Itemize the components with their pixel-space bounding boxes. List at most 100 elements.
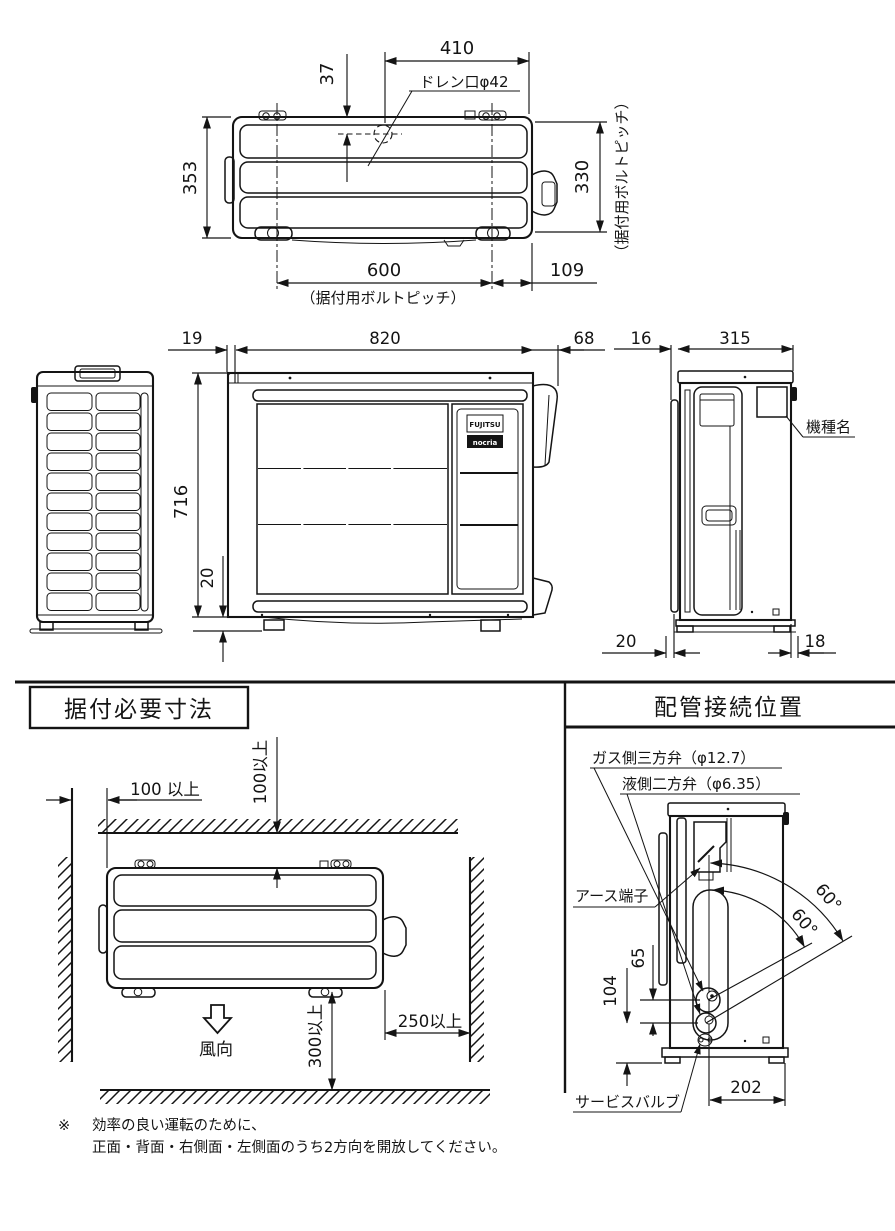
top-slat-2 [239,161,528,194]
screw [743,1039,747,1043]
dim-330: 330 [572,160,593,194]
label-leader [785,415,804,438]
front-view-dimensions: 19 820 68 16 315 716 20 20 18 [168,329,836,662]
unit-top-outline [105,866,385,990]
left-tab [224,156,235,204]
hinge [783,812,789,825]
vent-slats [46,392,141,611]
right-flap-top [532,383,558,468]
side-panel [451,403,524,595]
foot-bolt [487,227,499,239]
dim-20-leg: 20 [198,568,217,589]
drain-tab [443,239,465,247]
dim-37: 37 [317,63,338,86]
service-leader [680,1043,701,1113]
service-valve-label: サービスバルブ [575,1093,680,1111]
side-slot [140,392,149,612]
angle-ray-outer [705,935,853,1024]
side-view-right: 機種名 [670,370,855,633]
logo-box-fujitsu [466,414,504,433]
base-curve [262,616,523,624]
dim-68: 68 [574,329,595,348]
foot-bolt [133,987,143,997]
screw [288,376,292,380]
foot [480,619,501,632]
screw [726,807,730,811]
top-view-drawing: ドレン口φ42 [224,73,558,291]
dim-716: 716 [171,485,192,519]
wall-hatch-left [58,857,72,1062]
top-handle [74,365,121,382]
front-body [226,371,535,619]
bolt-pitch-note-bottom: （据付用ボルトピッチ） [300,289,465,307]
fan-grille [256,403,449,595]
left-view-body [35,370,155,624]
top-slat-1 [239,124,528,159]
dim-18: 18 [805,632,826,651]
angle-arc-inner [712,886,806,948]
terminal-cover [693,821,727,873]
foot-bolt [267,227,279,239]
foot [664,1056,681,1064]
top-cap [677,370,794,384]
screw [506,613,510,617]
vent-opening [699,393,735,427]
liquid-valve-label: 液側二方弁（φ6.35） [622,775,770,793]
drain-plug [762,1036,770,1044]
right-handle [382,916,407,957]
bottom-slat [252,600,528,613]
base-bar [661,1047,789,1058]
foot [676,625,694,633]
front-view: FUJITSU nocria [226,371,558,632]
side-panel-frame [693,386,743,616]
panel-strip [676,817,687,964]
model-name-plate [756,386,788,418]
drain-port [373,124,393,144]
installation-title-box [28,685,250,730]
wall-hatch-right [470,857,484,1062]
foot [263,619,285,631]
drain-leader [367,90,413,167]
dim-20-base: 20 [616,632,637,651]
screw [743,375,747,379]
clearance-left: 100 以上 [130,780,200,799]
bolt-bracket [134,859,156,869]
foot-left [254,226,293,241]
foot [768,1056,785,1064]
dim-104: 104 [601,975,620,1007]
note-mark: ※ [58,1118,70,1134]
back-panel-edge [658,832,668,986]
logo-nocria: nocria [473,439,498,447]
clearance-right: 250以上 [398,1012,463,1031]
grille-gap [301,405,304,593]
ground-hatch [100,1090,490,1104]
drain-plug [772,608,780,616]
side-clip [31,387,37,403]
top-slat-3 [113,945,377,980]
bolt-bracket-left [258,110,287,121]
left-tab [98,904,108,954]
handle-recess [701,505,737,526]
drain-label: ドレン口φ42 [420,73,509,91]
top-cap [667,802,786,817]
bolt-pitch-note-right: （据付用ボルトピッチ） [613,94,631,259]
grille-gap [346,405,349,593]
note-line2: 正面・背面・右側面・左側面のうち2方向を開放してください。 [92,1139,506,1156]
dim-315: 315 [719,329,751,348]
note-line1: 効率の良い運転のために、 [92,1117,266,1134]
angle-ray-inner [707,942,813,1001]
clearance-top: 100以上 [251,740,270,805]
panel-strip [684,389,691,613]
angle-label-outer: 60° [810,880,845,916]
angle-label-inner: 60° [786,905,821,941]
bolt-hole [482,112,490,120]
service-port [698,1037,704,1043]
bolt-tab [319,860,329,869]
top-slat-3 [239,196,528,229]
top-slat [252,389,528,402]
bolt-hole [493,112,501,120]
clearance-bottom: 300以上 [306,1004,325,1069]
foot [773,625,791,633]
dim-19: 19 [182,329,203,348]
logo-fujitsu: FUJITSU [469,421,500,429]
